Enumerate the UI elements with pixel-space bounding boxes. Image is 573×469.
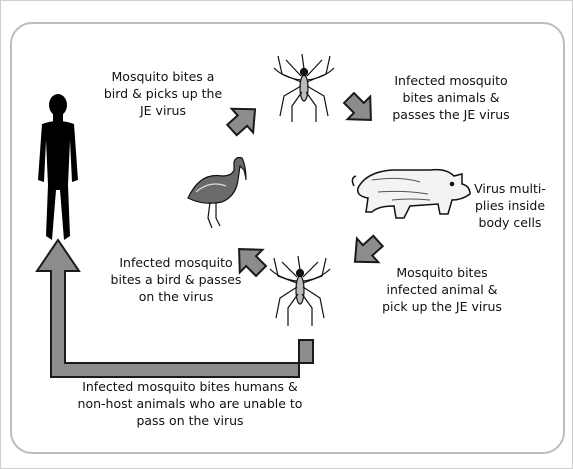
mosquito-icon — [270, 256, 330, 326]
text-line: pass on the virus — [56, 412, 324, 429]
text-line: passes the JE virus — [376, 106, 526, 123]
text-line: bird & picks up the — [88, 85, 238, 102]
text-line: bites animals & — [376, 89, 526, 106]
text-line: infected animal & — [358, 281, 526, 298]
step-bird-pickup: Mosquito bites a bird & picks up the JE … — [88, 68, 238, 119]
step-animal-pickup: Mosquito bites infected animal & pick up… — [358, 264, 526, 315]
step-bird-pass: Infected mosquito bites a bird & passes … — [92, 254, 260, 305]
text-line: Mosquito bites — [358, 264, 526, 281]
text-line: Infected mosquito bites humans & — [56, 378, 324, 395]
text-line: Virus multi- — [470, 180, 550, 197]
text-line: Infected mosquito — [376, 72, 526, 89]
text-line: on the virus — [92, 288, 260, 305]
mosquito-icon — [274, 54, 334, 122]
text-line: JE virus — [88, 102, 238, 119]
bird-icon — [188, 158, 246, 229]
step-humans: Infected mosquito bites humans & non-hos… — [56, 378, 324, 429]
text-line: body cells — [470, 214, 550, 231]
step-multiply: Virus multi- plies inside body cells — [470, 180, 550, 231]
text-line: non-host animals who are unable to — [56, 395, 324, 412]
text-line: bites a bird & passes — [92, 271, 260, 288]
text-line: Infected mosquito — [92, 254, 260, 271]
text-line: plies inside — [470, 197, 550, 214]
text-line: Mosquito bites a — [88, 68, 238, 85]
step-animal-pass: Infected mosquito bites animals & passes… — [376, 72, 526, 123]
pig-icon — [352, 170, 470, 218]
human-silhouette-icon — [38, 94, 78, 240]
text-line: pick up the JE virus — [358, 298, 526, 315]
